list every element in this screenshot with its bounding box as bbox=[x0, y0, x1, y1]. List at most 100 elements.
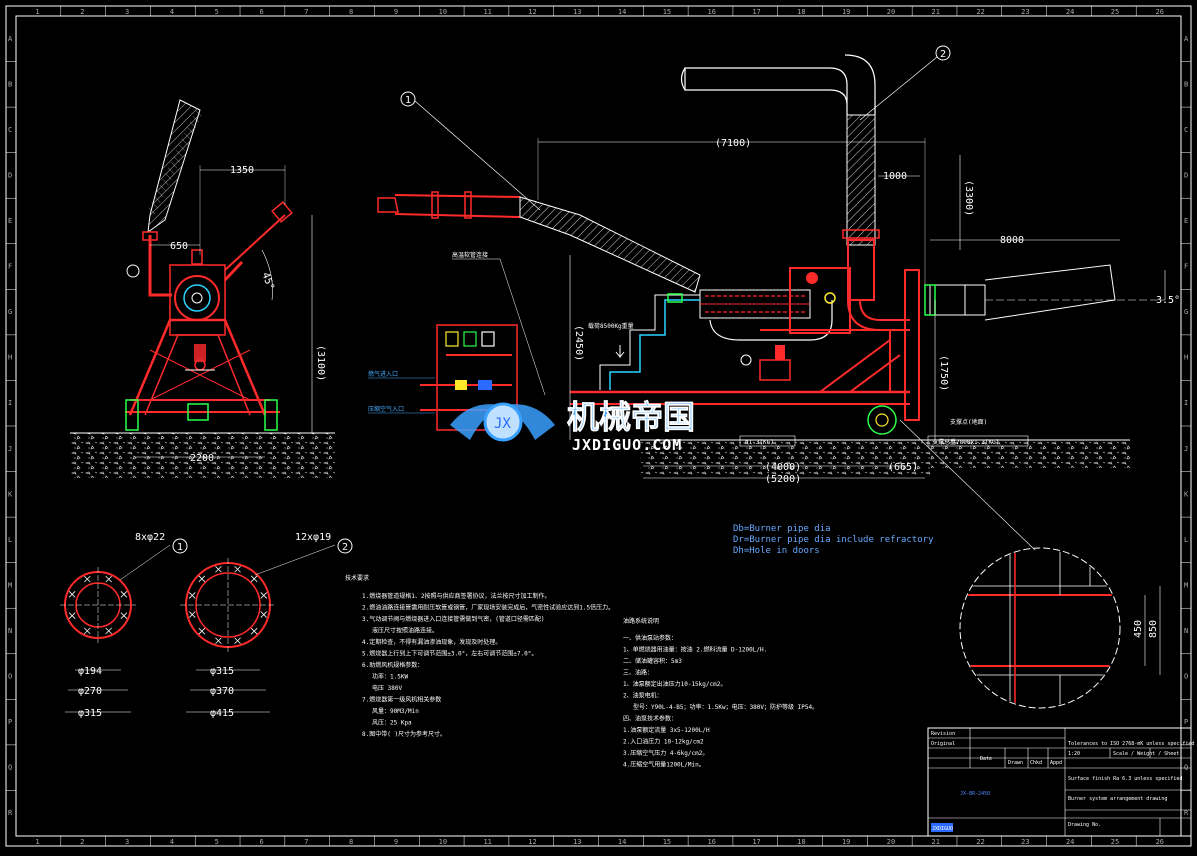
ruler-col-23: 23 bbox=[1021, 838, 1029, 846]
note-line: 1.燃烧器管道规格1、2按照与供应商签署协议，法兰按尺寸加工制作。 bbox=[362, 592, 550, 600]
note-line: 一、供油泵站参数： bbox=[623, 634, 677, 642]
legend: Db=Burner pipe dia Dr=Burner pipe dia in… bbox=[733, 524, 934, 556]
flange-left: φ194 φ270 φ315 8xφ22 1 bbox=[60, 532, 188, 719]
ruler-row-P: P bbox=[8, 718, 12, 726]
ruler-col-7: 7 bbox=[304, 838, 308, 846]
note-line: 6.助燃风机规格参数： bbox=[362, 661, 423, 669]
ruler-row-H: H bbox=[1184, 354, 1188, 362]
ruler-row-A: A bbox=[1184, 35, 1189, 43]
ruler-row-K: K bbox=[1184, 490, 1189, 498]
flange-left-holes: 8xφ22 bbox=[135, 532, 165, 543]
ruler-col-5: 5 bbox=[215, 838, 219, 846]
ruler-col-25: 25 bbox=[1111, 8, 1119, 16]
note-line: 三、油路： bbox=[623, 669, 653, 677]
flange-right-callout: 2 bbox=[342, 542, 348, 553]
ruler-col-21: 21 bbox=[932, 8, 940, 16]
ruler-col-12: 12 bbox=[528, 838, 536, 846]
dim-45: 45° bbox=[259, 271, 276, 292]
tb-footer: Drawing No. bbox=[1068, 822, 1101, 828]
tb-date: Date bbox=[980, 756, 992, 762]
note-line: 功率：1.5KW bbox=[372, 673, 408, 681]
ruler-col-21: 21 bbox=[932, 838, 940, 846]
watermark-title: 机械帝国 bbox=[567, 398, 695, 436]
ruler-col-5: 5 bbox=[215, 8, 219, 16]
callout-2: 2 bbox=[940, 49, 946, 60]
ruler-row-R: R bbox=[8, 809, 13, 817]
ruler-col-6: 6 bbox=[259, 8, 263, 16]
dim-2450: (2450) bbox=[573, 325, 584, 361]
flange-right-d1: φ315 bbox=[210, 666, 234, 677]
ruler-col-16: 16 bbox=[708, 838, 716, 846]
tb-checked: Chkd bbox=[1030, 760, 1042, 766]
title-block: Revision Original Drawn Chkd Appd Date T… bbox=[927, 727, 1194, 837]
floor-right-label: 支撑点(地面) bbox=[950, 418, 987, 426]
ruler-col-20: 20 bbox=[887, 8, 895, 16]
ruler-col-9: 9 bbox=[394, 838, 398, 846]
ruler-row-P: P bbox=[1184, 718, 1188, 726]
note-line: 4.定期检查，不得有漏油渗油现象，发现及时处理。 bbox=[362, 638, 501, 646]
ruler-row-M: M bbox=[8, 581, 12, 589]
ruler-col-6: 6 bbox=[259, 838, 263, 846]
ruler-col-3: 3 bbox=[125, 838, 129, 846]
ruler-row-N: N bbox=[1184, 627, 1188, 635]
ruler-col-18: 18 bbox=[797, 838, 805, 846]
ruler-col-11: 11 bbox=[483, 838, 491, 846]
ruler-col-24: 24 bbox=[1066, 8, 1074, 16]
ruler-row-M: M bbox=[1184, 581, 1188, 589]
note-line: 1、单燃烧器用油量：按油 2.燃料流量 D-1200L/H. bbox=[623, 646, 767, 654]
dim-850: 850 bbox=[1148, 620, 1159, 638]
flange-right: φ315 φ370 φ415 12xφ19 2 bbox=[180, 532, 353, 719]
side-elevation: 1 2 (7100) 1000 (3300) 8000 3.5° (2450) … bbox=[368, 45, 1180, 485]
ruler-row-O: O bbox=[8, 673, 12, 681]
legend-db: Db=Burner pipe dia bbox=[733, 524, 831, 534]
ruler-row-A: A bbox=[8, 35, 13, 43]
note-line: 型号：Y90L-4-B5；功率：1.5Kw；电压：380V；防护等级 IP54。 bbox=[633, 703, 818, 711]
ruler-col-18: 18 bbox=[797, 8, 805, 16]
weight-right-label: 支撑总重7800x1.3(KG) bbox=[932, 438, 999, 446]
dim-650: 650 bbox=[170, 241, 188, 252]
ruler-row-B: B bbox=[1184, 80, 1188, 88]
flange-left-d3: φ315 bbox=[78, 708, 102, 719]
note-line: 1、油泵额定出油压力10-15kg/cm2。 bbox=[623, 680, 726, 688]
dim-1350: 1350 bbox=[230, 165, 254, 176]
dim-5200: (5200) bbox=[765, 474, 801, 485]
end-view: 1350 650 45° (3100) 2200 bbox=[70, 99, 335, 478]
ruler-col-22: 22 bbox=[976, 8, 984, 16]
watermark: JX 机械帝国 JXDIGUO.COM bbox=[450, 398, 695, 454]
ruler-row-H: H bbox=[8, 354, 12, 362]
ruler-col-2: 2 bbox=[80, 838, 84, 846]
dim-8000: 8000 bbox=[1000, 235, 1024, 246]
dim-665: (665) bbox=[888, 462, 918, 473]
gas-inlet-label: 燃气进入口 bbox=[368, 370, 398, 378]
note-line: 5.燃烧器上行到上下可调节范围±3.0°，左右可调节范围±7.0°。 bbox=[362, 650, 537, 658]
note-line: 8.图中带( )尺寸为参考尺寸。 bbox=[362, 730, 446, 738]
hose-label: 高温软管连接 bbox=[452, 251, 488, 259]
ruler-col-8: 8 bbox=[349, 838, 353, 846]
dim-3300: (3300) bbox=[963, 180, 974, 216]
ruler-col-3: 3 bbox=[125, 8, 129, 16]
ruler-col-9: 9 bbox=[394, 8, 398, 16]
ruler-col-10: 10 bbox=[439, 8, 447, 16]
tb-note2: Surface finish Ra 6.3 unless specified bbox=[1068, 776, 1182, 782]
ruler-row-I: I bbox=[1184, 399, 1188, 407]
air-inlet-label: 压缩空气入口 bbox=[368, 405, 404, 413]
ruler-row-Q: Q bbox=[8, 764, 12, 772]
notes-right: 油路系统说明 一、供油泵站参数：1、单燃烧器用油量：按油 2.燃料流量 D-12… bbox=[623, 617, 818, 769]
ruler-col-13: 13 bbox=[573, 838, 581, 846]
ruler-row-E: E bbox=[8, 217, 12, 225]
note-line: 1.油泵额定流量 3x5-1200L/H bbox=[623, 726, 710, 734]
flange-right-d3: φ415 bbox=[210, 708, 234, 719]
ruler-col-22: 22 bbox=[976, 838, 984, 846]
legend-dh: Dh=Hole in doors bbox=[733, 546, 820, 556]
callout-1: 1 bbox=[405, 95, 411, 106]
load-label: 载荷8500Kg重量 bbox=[588, 322, 634, 330]
ruler-row-Q: Q bbox=[1184, 764, 1188, 772]
ruler-col-4: 4 bbox=[170, 838, 174, 846]
note-line: 风量：90M3/Min bbox=[372, 708, 419, 715]
ruler-row-L: L bbox=[8, 536, 12, 544]
dim-3100: (3100) bbox=[315, 345, 326, 381]
ruler-col-19: 19 bbox=[842, 838, 850, 846]
dim-2200: 2200 bbox=[190, 453, 214, 464]
tb-company: JXDIGUO bbox=[932, 826, 953, 832]
